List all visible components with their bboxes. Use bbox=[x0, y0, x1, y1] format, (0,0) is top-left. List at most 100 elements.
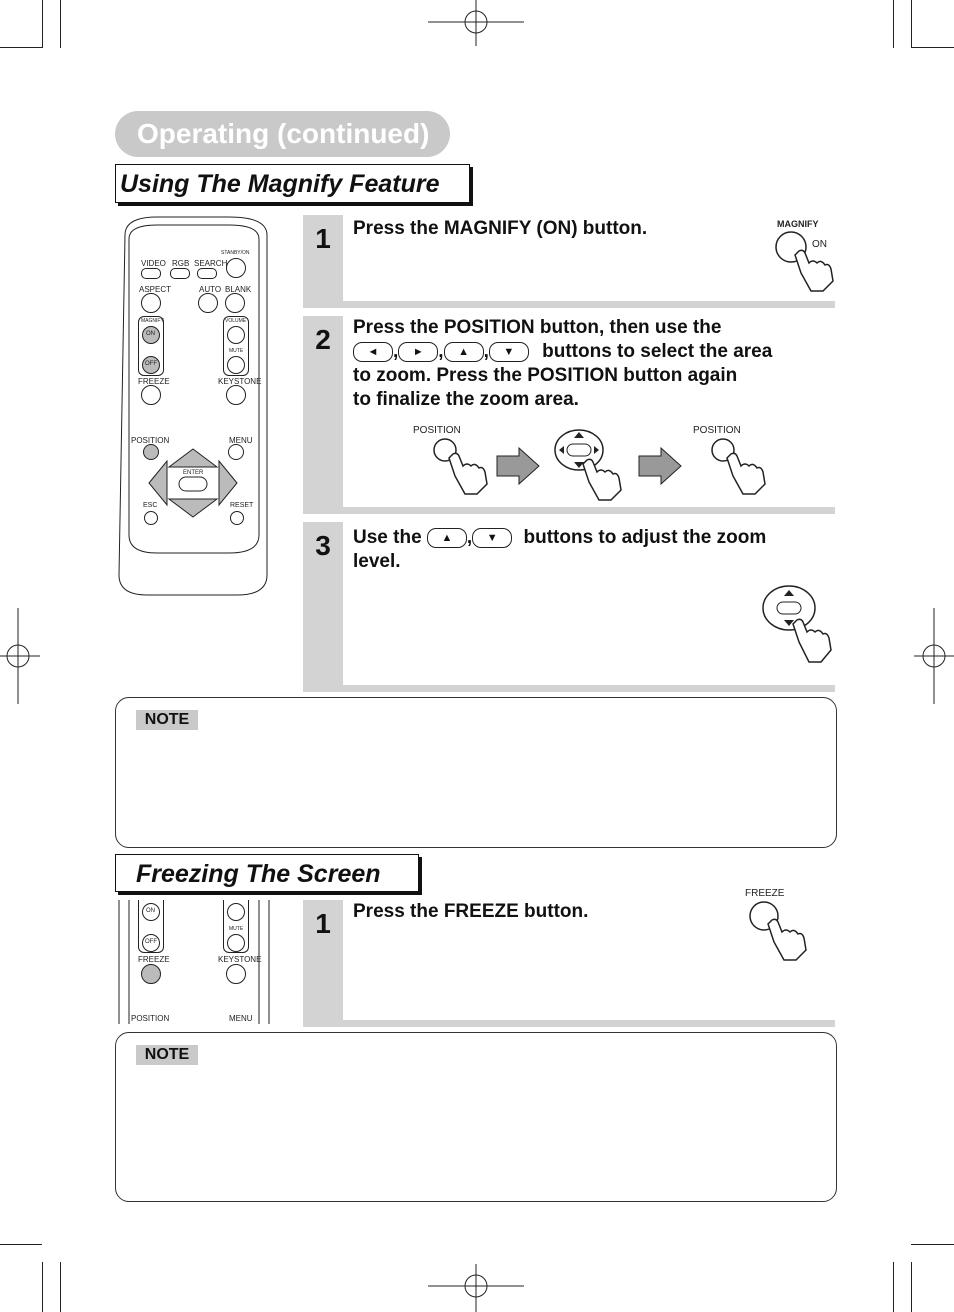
remote-keystone-button bbox=[226, 964, 246, 984]
up-key-icon: ▲ bbox=[443, 341, 484, 362]
magnify-step-1: 1 Press the MAGNIFY (ON) button. MAGNIFY… bbox=[303, 215, 835, 308]
hand-pressing-position-icon bbox=[711, 438, 766, 495]
remote-label-position: POSITION bbox=[131, 436, 170, 445]
page-title: Operating (continued) bbox=[115, 111, 450, 157]
step-instruction: to zoom. Press the POSITION button again bbox=[353, 365, 738, 386]
crop-mark bbox=[42, 0, 43, 48]
registration-mark bbox=[428, 1264, 524, 1312]
freeze-label: FREEZE bbox=[745, 888, 785, 899]
remote-volume-button bbox=[227, 326, 245, 344]
remote-mute-button bbox=[227, 934, 245, 952]
remote-label-freeze: FREEZE bbox=[138, 955, 170, 964]
remote-mute-button bbox=[227, 356, 245, 374]
note-tag: NOTE bbox=[136, 710, 198, 730]
left-key-icon: ◄ bbox=[353, 341, 393, 362]
remote-blank-button bbox=[225, 293, 245, 313]
remote-label-magnify: MAGNIFY bbox=[141, 318, 164, 324]
remote-label-volume: VOLUME bbox=[225, 318, 247, 324]
remote-label-rgb: RGB bbox=[172, 259, 190, 268]
arrow-right-icon bbox=[496, 446, 540, 486]
crop-mark bbox=[893, 0, 894, 48]
hand-pressing-freeze-icon bbox=[749, 901, 807, 961]
remote-label-video: VIDEO bbox=[141, 259, 166, 268]
crop-mark bbox=[42, 1262, 43, 1312]
crop-mark bbox=[893, 1262, 894, 1312]
comma: , bbox=[438, 341, 444, 362]
comma: , bbox=[483, 341, 489, 362]
remote-label-standby: STANBY/ON bbox=[221, 250, 250, 256]
remote-label-enter: ENTER bbox=[183, 470, 204, 476]
crop-mark bbox=[911, 0, 912, 48]
down-key-icon: ▼ bbox=[472, 527, 513, 548]
remote-magnify-on-button bbox=[142, 903, 160, 921]
remote-label-on: ON bbox=[146, 331, 155, 337]
magnify-step-3: 3 Use the ▲,▼ buttons to adjust the zoom… bbox=[303, 522, 835, 692]
remote-auto-button bbox=[198, 293, 218, 313]
position-label: POSITION bbox=[693, 425, 741, 436]
hand-pressing-direction-pad-icon bbox=[554, 429, 622, 501]
remote-control-detail: ON OFF MUTE FREEZE KEYSTONE POSITION MEN… bbox=[117, 900, 271, 1024]
step-instruction: to finalize the zoom area. bbox=[353, 389, 579, 410]
comma: , bbox=[393, 341, 399, 362]
remote-label-mute: MUTE bbox=[229, 348, 244, 354]
remote-label-freeze: FREEZE bbox=[138, 377, 170, 386]
remote-freeze-button bbox=[141, 385, 161, 405]
remote-label-reset: RESET bbox=[230, 502, 254, 509]
note-tag: NOTE bbox=[136, 1045, 198, 1065]
remote-magnify-off-button bbox=[142, 356, 160, 374]
remote-volume-group bbox=[223, 900, 249, 953]
step-instruction-line-2: ◄,►,▲,▼ buttons to select the area bbox=[353, 340, 772, 364]
remote-standby-button bbox=[226, 258, 246, 278]
step-instruction: Use the bbox=[353, 527, 422, 548]
step-number: 1 bbox=[315, 908, 331, 939]
crop-mark bbox=[0, 1244, 42, 1245]
step-instruction: buttons to select the area bbox=[542, 341, 773, 362]
remote-magnify-off-button bbox=[142, 934, 160, 952]
remote-magnify-on-button bbox=[142, 326, 160, 344]
hand-pressing-direction-pad-icon bbox=[762, 585, 832, 663]
remote-label-blank: BLANK bbox=[225, 285, 252, 294]
up-key-icon: ▲ bbox=[426, 527, 467, 548]
hand-pressing-button-icon bbox=[775, 231, 834, 292]
down-key-icon: ▼ bbox=[488, 341, 529, 362]
remote-label-off: OFF bbox=[145, 939, 157, 945]
remote-menu-button bbox=[228, 444, 244, 460]
remote-label-mute: MUTE bbox=[229, 926, 244, 932]
remote-freeze-button bbox=[141, 964, 161, 984]
remote-position-button bbox=[143, 444, 159, 460]
remote-video-button bbox=[141, 268, 161, 279]
section-heading-magnify: Using The Magnify Feature bbox=[115, 164, 470, 203]
step-number: 2 bbox=[315, 324, 331, 355]
remote-label-menu: MENU bbox=[229, 436, 253, 445]
remote-label-position: POSITION bbox=[131, 1014, 170, 1023]
comma: , bbox=[466, 527, 473, 548]
step-instruction: Press the FREEZE button. bbox=[353, 901, 589, 922]
remote-label-esc: ESC bbox=[143, 502, 158, 509]
magnify-step-2: 2 Press the POSITION button, then use th… bbox=[303, 316, 835, 514]
right-key-icon: ► bbox=[398, 341, 439, 362]
hand-pressing-position-icon bbox=[433, 438, 488, 495]
note-box-freeze: NOTE bbox=[115, 1032, 837, 1202]
crop-mark bbox=[911, 47, 954, 48]
remote-search-button bbox=[197, 268, 217, 279]
step-instruction: Press the MAGNIFY (ON) button. bbox=[353, 218, 648, 239]
remote-magnify-group bbox=[138, 900, 164, 953]
step-instruction: Press the POSITION button, then use the bbox=[353, 317, 722, 338]
step-number: 1 bbox=[315, 223, 331, 254]
arrow-right-icon bbox=[638, 446, 682, 486]
registration-mark bbox=[0, 608, 40, 704]
remote-label-auto: AUTO bbox=[199, 285, 222, 294]
step-instruction: buttons to adjust the zoom bbox=[523, 527, 767, 548]
remote-label-off: OFF bbox=[145, 361, 157, 367]
crop-mark bbox=[0, 47, 42, 48]
registration-mark bbox=[914, 608, 954, 704]
remote-control-illustration: VIDEO RGB SEARCH STANBY/ON ASPECT AUTO B… bbox=[117, 215, 269, 596]
remote-label-on: ON bbox=[146, 908, 155, 914]
magnify-label: MAGNIFY bbox=[777, 219, 819, 229]
remote-label-menu: MENU bbox=[229, 1014, 253, 1023]
remote-rgb-button bbox=[170, 268, 190, 279]
remote-reset-button bbox=[230, 511, 244, 525]
remote-direction-pad bbox=[148, 448, 238, 518]
step-number: 3 bbox=[315, 530, 331, 561]
remote-magnify-group bbox=[138, 316, 164, 376]
